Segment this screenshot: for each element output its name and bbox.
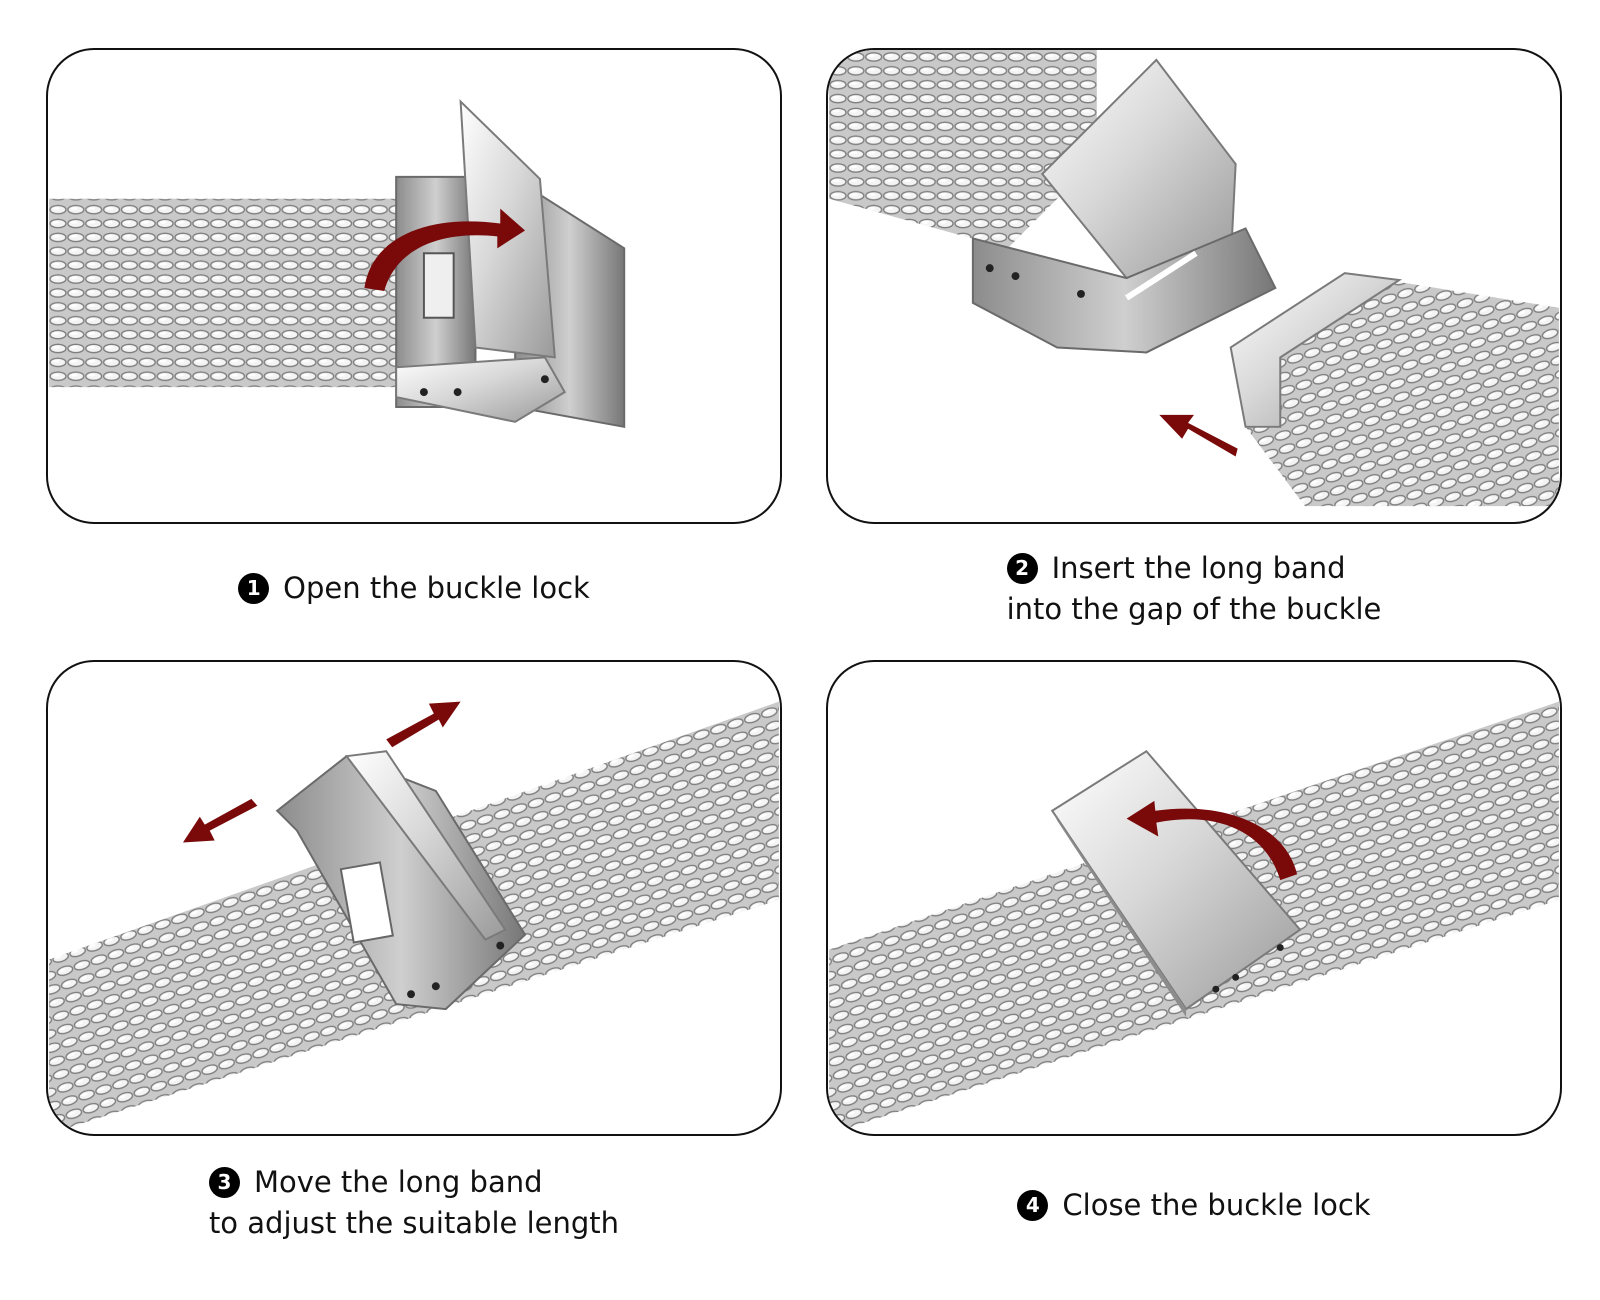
double-arrow-icon <box>182 798 258 843</box>
buckle-lower-plate <box>395 356 567 423</box>
step-3-image <box>46 660 782 1136</box>
step-4-image <box>826 660 1562 1136</box>
closed-buckle <box>1050 749 1302 1011</box>
buckle-frame <box>971 227 1277 354</box>
step-number-badge: 2 <box>1006 553 1038 584</box>
step-1-caption: 1 Open the buckle lock <box>46 568 782 609</box>
double-arrow-icon <box>386 701 461 748</box>
step-number-badge: 1 <box>238 573 270 604</box>
step-2-caption: 2 Insert the long band into the gap of th… <box>826 548 1562 630</box>
step-text: Insert the long band <box>1051 551 1346 585</box>
buckle-lid <box>1040 58 1237 280</box>
step-1-image <box>46 48 782 524</box>
step-text: Open the buckle lock <box>283 571 590 605</box>
arrow-up-left-icon <box>1159 414 1238 457</box>
band-end-cap <box>1229 272 1403 428</box>
step-text: Close the buckle lock <box>1062 1188 1371 1222</box>
step-text: Move the long band <box>253 1165 543 1199</box>
mesh-band <box>49 198 426 388</box>
step-number-badge: 4 <box>1017 1190 1049 1221</box>
step-3-caption: 3 Move the long band to adjust the suitab… <box>46 1162 782 1244</box>
buckle-lid <box>344 750 507 941</box>
step-number-badge: 3 <box>208 1167 240 1198</box>
mesh-band-top <box>829 50 1097 249</box>
curved-arrow-icon <box>364 208 526 291</box>
step-text-continuation: into the gap of the buckle <box>1006 592 1382 626</box>
step-4-caption: 4 Close the buckle lock <box>826 1185 1562 1226</box>
step-2-image <box>826 48 1562 524</box>
step-text-continuation: to adjust the suitable length <box>208 1206 620 1240</box>
curved-arrow-icon <box>1126 800 1298 881</box>
